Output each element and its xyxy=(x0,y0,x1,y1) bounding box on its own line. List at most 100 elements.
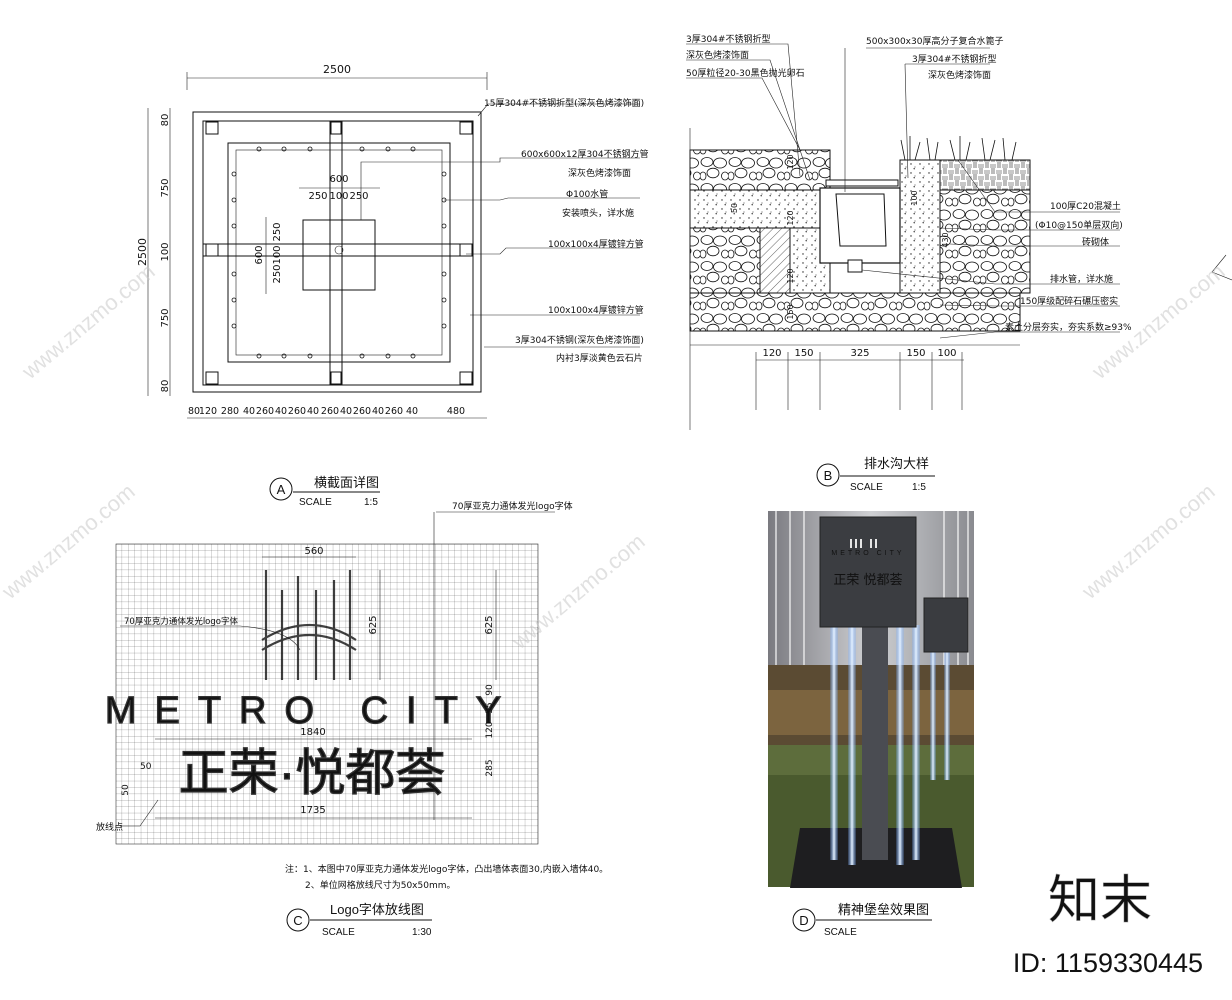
label-c-top: 70厚亚克力通体发光logo字体 xyxy=(452,500,573,512)
dim-bottom: 40 xyxy=(307,406,319,417)
panel-a-title: 横截面详图 xyxy=(314,476,379,491)
label-a: 内衬3厚淡黄色云石片 xyxy=(556,352,643,364)
dim-bottom: 260 xyxy=(321,406,339,417)
dim-bottom: 40 xyxy=(372,406,384,417)
label-b: 500x300x30厚高分子复合水篦子 xyxy=(866,35,1003,47)
panel-c-title: Logo字体放线图 xyxy=(330,902,424,917)
dim-c: 1735 xyxy=(300,805,325,816)
dim-b-vert: 50 xyxy=(730,203,739,213)
dim-b-bottom: 120 xyxy=(762,348,781,359)
panel-a-scale: 1:5 xyxy=(364,497,378,508)
label-a: 600x600x12厚304不锈钢方管 xyxy=(521,148,649,160)
panel-d-title: 精神堡垒效果图 xyxy=(838,902,929,918)
dim-c: 560 xyxy=(304,546,323,557)
dim-inner: 100 xyxy=(329,191,348,202)
dim-bottom: 260 xyxy=(385,406,403,417)
panel-b-title: 排水沟大样 xyxy=(864,457,929,472)
dim-c: 120 xyxy=(485,721,495,738)
panel-d-render: METRO CITY 正荣 悦都荟 D 精神堡垒效果图 SCALE xyxy=(768,511,974,938)
brand-logo: 知末 xyxy=(1048,871,1152,931)
panel-b-drain-detail: 120 150 325 150 100 120 50 120 120 150 1… xyxy=(686,33,1232,493)
dim-b-bottom: 325 xyxy=(850,348,869,359)
label-a: 深灰色烤漆饰面 xyxy=(568,167,631,179)
label-b: 150厚级配碎石碾压密实 xyxy=(1020,295,1118,307)
dim-b-vert: 120 xyxy=(786,268,795,283)
dim-inner: 600 xyxy=(254,245,265,264)
panel-c-letter: C xyxy=(293,913,302,928)
panel-d-letter: D xyxy=(799,913,808,928)
label-b: 素土分层夯实，夯实系数≥93% xyxy=(1005,321,1132,333)
dim-b-vert: 150 xyxy=(786,304,795,319)
dim-top: 2500 xyxy=(323,63,351,76)
dim-b-vert: 120 xyxy=(786,210,795,225)
label-b: 深灰色烤漆饰面 xyxy=(686,49,749,61)
dim-b-vert: 120 xyxy=(786,154,795,169)
dim-c: 90 xyxy=(485,684,495,696)
panel-c-scale: 1:30 xyxy=(412,927,432,938)
label-b: 深灰色烤漆饰面 xyxy=(928,69,991,81)
panel-b-letter: B xyxy=(824,468,833,483)
label-b: 砖砌体 xyxy=(1082,236,1109,248)
panel-d-scale-label: SCALE xyxy=(824,927,857,938)
panel-a-letter: A xyxy=(277,482,286,497)
dim-left: 750 xyxy=(160,178,171,197)
dim-b-bottom: 150 xyxy=(794,348,813,359)
label-a: 安装喷头，详水施 xyxy=(562,207,634,219)
dim-bottom: 480 xyxy=(447,406,465,417)
dim-bottom: 260 xyxy=(256,406,274,417)
dim-c: 625 xyxy=(368,615,379,634)
dim-b-bottom: 100 xyxy=(937,348,956,359)
label-b: 3厚304#不锈钢折型 xyxy=(912,53,996,65)
watermark-text: www.znzmo.com xyxy=(16,259,159,385)
dim-c: 625 xyxy=(484,615,495,634)
dim-left: 750 xyxy=(160,308,171,327)
dim-b-bottom: 150 xyxy=(906,348,925,359)
dim-c: 50 xyxy=(121,784,131,796)
panel-a-section-detail: 2500 2500 80 750 100 750 80 600 250 100 … xyxy=(136,63,649,508)
dim-left: 80 xyxy=(160,380,171,393)
panel-a-scale-label: SCALE xyxy=(299,497,332,508)
dim-bottom: 280 xyxy=(221,406,239,417)
panel-b-scale: 1:5 xyxy=(912,482,926,493)
dim-bottom: 40 xyxy=(243,406,255,417)
dim-inner: 600 xyxy=(329,174,348,185)
dim-left-total: 2500 xyxy=(136,238,149,266)
dim-inner: 250 xyxy=(349,191,368,202)
label-a: 100x100x4厚镀锌方管 xyxy=(548,304,644,316)
label-c-point: 放线点 xyxy=(96,821,123,833)
note-2: 2、单位网格放线尺寸为50x50mm。 xyxy=(305,879,456,891)
dim-c: 285 xyxy=(485,759,495,776)
watermark-text: www.znzmo.com xyxy=(1076,479,1219,605)
label-a: 3厚304不锈钢(深灰色烤漆饰面) xyxy=(515,334,644,346)
label-b: 3厚304#不锈钢折型 xyxy=(686,33,770,45)
dim-bottom: 40 xyxy=(340,406,352,417)
sign-chinese: 正荣 悦都荟 xyxy=(833,573,902,588)
dim-c: 50 xyxy=(140,762,152,772)
logo-english: METRO CITY xyxy=(105,690,519,732)
note-1: 注：1、本图中70厚亚克力通体发光logo字体，凸出墙体表面30,内嵌入墙体40… xyxy=(285,863,608,875)
logo-chinese: 正荣·悦都荟 xyxy=(179,745,446,801)
dim-inner: 250 xyxy=(272,222,283,241)
dim-bottom: 40 xyxy=(275,406,287,417)
dim-bottom: 80 xyxy=(188,406,200,417)
dim-bottom: 260 xyxy=(288,406,306,417)
label-c-left: 70厚亚克力通体发光logo字体 xyxy=(124,616,238,627)
sign-english: METRO CITY xyxy=(831,550,904,557)
dim-bottom: 40 xyxy=(406,406,418,417)
label-a: 15厚304#不锈钢折型(深灰色烤漆饰面) xyxy=(484,97,644,109)
panel-c-logo-layout: METRO CITY 正荣·悦都荟 560 625 625 90 55 120 … xyxy=(96,500,608,938)
dim-b-vert: 100 xyxy=(910,190,919,205)
dim-b-vert: 430 xyxy=(941,232,950,247)
brand-id: ID: 1159330445 xyxy=(1013,948,1203,978)
label-b: (Φ10@150单层双向) xyxy=(1035,219,1123,231)
dim-left: 100 xyxy=(160,242,171,261)
panel-b-scale-label: SCALE xyxy=(850,482,883,493)
label-a: 100x100x4厚镀锌方管 xyxy=(548,238,644,250)
dim-inner: 250 xyxy=(272,264,283,283)
dim-c: 1840 xyxy=(300,727,325,738)
dim-inner: 100 xyxy=(272,245,283,264)
label-b: 50厚粒径20-30黑色抛光卵石 xyxy=(686,67,805,79)
dim-bottom: 260 xyxy=(353,406,371,417)
label-b: 100厚C20混凝土 xyxy=(1050,200,1121,212)
